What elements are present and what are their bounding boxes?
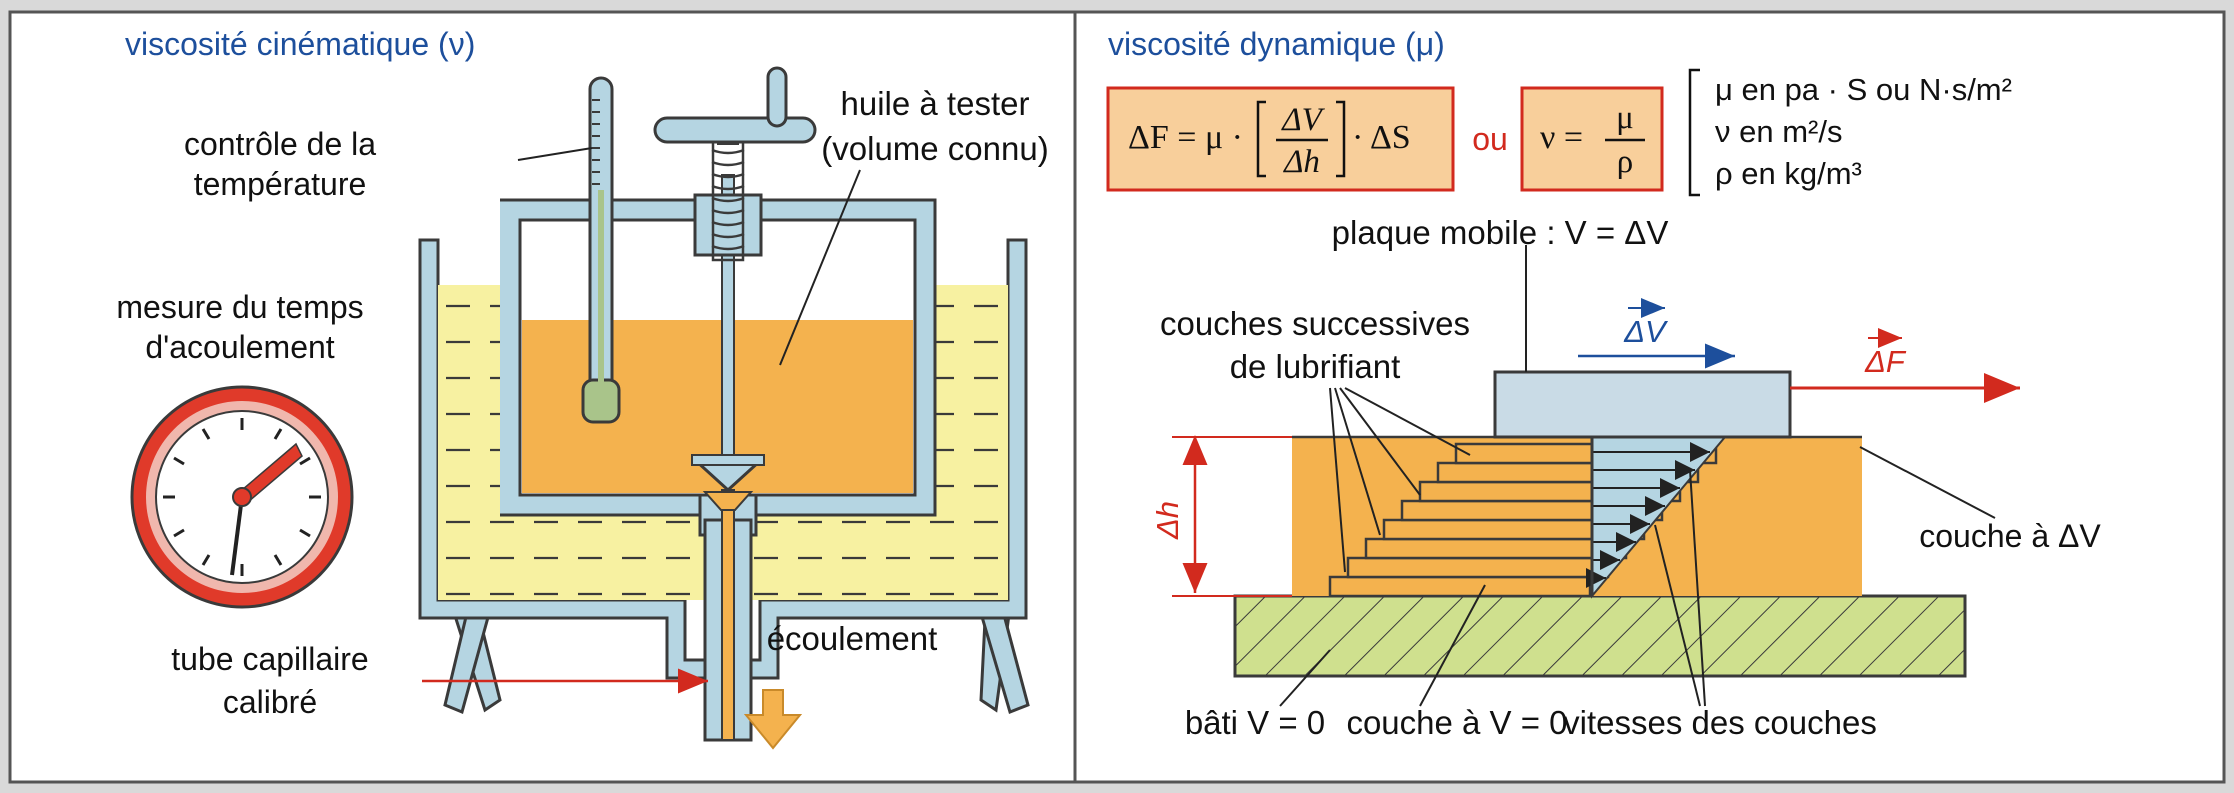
formula2-num: μ [1616,100,1634,136]
formula1-num: ΔV [1280,102,1325,138]
label-tube-line1: tube capillaire [171,641,368,677]
down-arrow-icon [743,689,803,750]
formula2-lhs: ν = [1540,119,1583,156]
tank-wall [418,238,1028,680]
right-title: viscosité dynamique (μ) [1108,26,1445,62]
label-time-line2: d'acoulement [145,329,334,365]
label-temp-line2: température [194,166,367,202]
units-line1: μ en pa · S ou N·s/m² [1715,72,2012,107]
velocity-arrows [1586,442,1710,588]
formula1-den: Δh [1282,144,1320,180]
leader-top-layer [1859,446,1996,519]
label-time-line1: mesure du temps [116,289,363,325]
leader-layers [1329,387,1471,573]
label-dV: ΔV [1623,314,1669,349]
formula1-lhs: ΔF = μ · [1128,119,1243,156]
label-top-layer: couche à ΔV [1919,518,2101,554]
label-layers-line2: de lubrifiant [1230,348,1401,385]
leader-oil [779,169,861,366]
label-temp-line1: contrôle de la [184,126,376,162]
funnel [702,491,754,511]
formula2-den: ρ [1617,144,1633,180]
label-flow: écoulement [767,620,938,657]
label-oil-line1: huile à tester [841,85,1030,122]
leader-temp [517,147,593,161]
base-frame [1233,594,1967,678]
thermometer-icon [581,76,621,424]
label-plate: plaque mobile : V = ΔV [1332,214,1669,251]
label-bottom-layer: couche à V = 0 [1346,704,1567,741]
label-speeds: vitesses des couches [1563,704,1877,741]
screw-thread [711,148,745,251]
label-base: bâti V = 0 [1185,704,1325,741]
moving-plate [1493,370,1792,439]
label-layers-line1: couches successives [1160,305,1470,342]
clock-icon [130,385,354,609]
valve-handle-icon [653,66,817,145]
capillary-bore [721,489,735,741]
label-oil-line2: (volume connu) [821,130,1048,167]
leader-base [1279,649,1331,707]
units-line3: ρ en kg/m³ [1715,156,1862,191]
leader-speeds [1654,469,1706,707]
label-dh: Δh [1150,501,1185,540]
formula-connector: ou [1472,121,1508,157]
label-tube-line2: calibré [223,684,317,720]
left-title: viscosité cinématique (ν) [125,26,475,62]
label-dF: ΔF [1864,344,1907,379]
leader-bottom-layer [1419,584,1486,707]
formula1-rhs: · ΔS [1352,119,1411,156]
units-line2: ν en m²/s [1715,114,1842,149]
units-bracket [1688,68,1700,197]
